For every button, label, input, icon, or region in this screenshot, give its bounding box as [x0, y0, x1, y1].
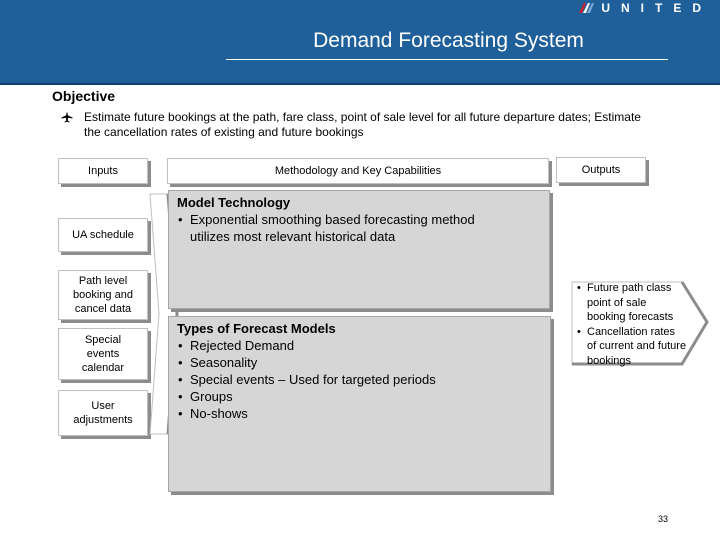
- input-box-ua-schedule: UA schedule: [58, 218, 148, 252]
- objective-heading: Objective: [52, 88, 116, 104]
- output-item: Cancellation rates of current and future…: [577, 325, 687, 369]
- title-underline: [226, 59, 668, 60]
- input-label: UA schedule: [72, 229, 134, 241]
- header-banner: UNITED Demand Forecasting System: [0, 0, 720, 85]
- inputs-header: Inputs: [58, 158, 148, 184]
- methodology-header: Methodology and Key Capabilities: [167, 158, 549, 184]
- input-box-special-events: Special events calendar: [58, 328, 148, 380]
- model-technology-heading: Model Technology: [177, 195, 291, 210]
- model-technology-list: Exponential smoothing based forecasting …: [177, 211, 541, 245]
- objective-text: Estimate future bookings at the path, fa…: [84, 110, 641, 139]
- page-number: 33: [657, 514, 668, 524]
- airplane-bullet-icon: [61, 111, 73, 123]
- list-item: Exponential smoothing based forecasting …: [177, 211, 510, 245]
- page-title: Demand Forecasting System: [313, 29, 584, 52]
- model-technology-panel: Model Technology Exponential smoothing b…: [168, 190, 550, 309]
- brand-logo: UNITED: [577, 1, 712, 15]
- input-label: Special events calendar: [81, 334, 125, 374]
- input-label: User adjustments: [73, 400, 133, 426]
- list-item: Rejected Demand: [177, 337, 542, 354]
- input-box-path-level-data: Path level booking and cancel data: [58, 270, 148, 320]
- list-item: No-shows: [177, 405, 542, 422]
- list-item: Seasonality: [177, 354, 542, 371]
- output-item: Future path class point of sale booking …: [577, 281, 687, 325]
- outputs-list: Future path class point of sale booking …: [577, 281, 687, 368]
- forecast-models-list: Rejected Demand Seasonality Special even…: [177, 337, 542, 422]
- forecast-models-panel: Types of Forecast Models Rejected Demand…: [168, 316, 551, 492]
- input-label: Path level booking and cancel data: [73, 275, 133, 315]
- methodology-header-label: Methodology and Key Capabilities: [274, 165, 442, 177]
- brand-name: UNITED: [601, 1, 712, 15]
- outputs-header: Outputs: [556, 157, 646, 183]
- united-tulip-icon: [579, 3, 595, 13]
- forecast-models-heading: Types of Forecast Models: [177, 321, 336, 336]
- list-item: Special events – Used for targeted perio…: [177, 371, 542, 388]
- inputs-header-label: Inputs: [88, 165, 118, 177]
- input-box-user-adjustments: User adjustments: [58, 390, 148, 436]
- outputs-header-label: Outputs: [581, 164, 621, 176]
- list-item: Groups: [177, 388, 542, 405]
